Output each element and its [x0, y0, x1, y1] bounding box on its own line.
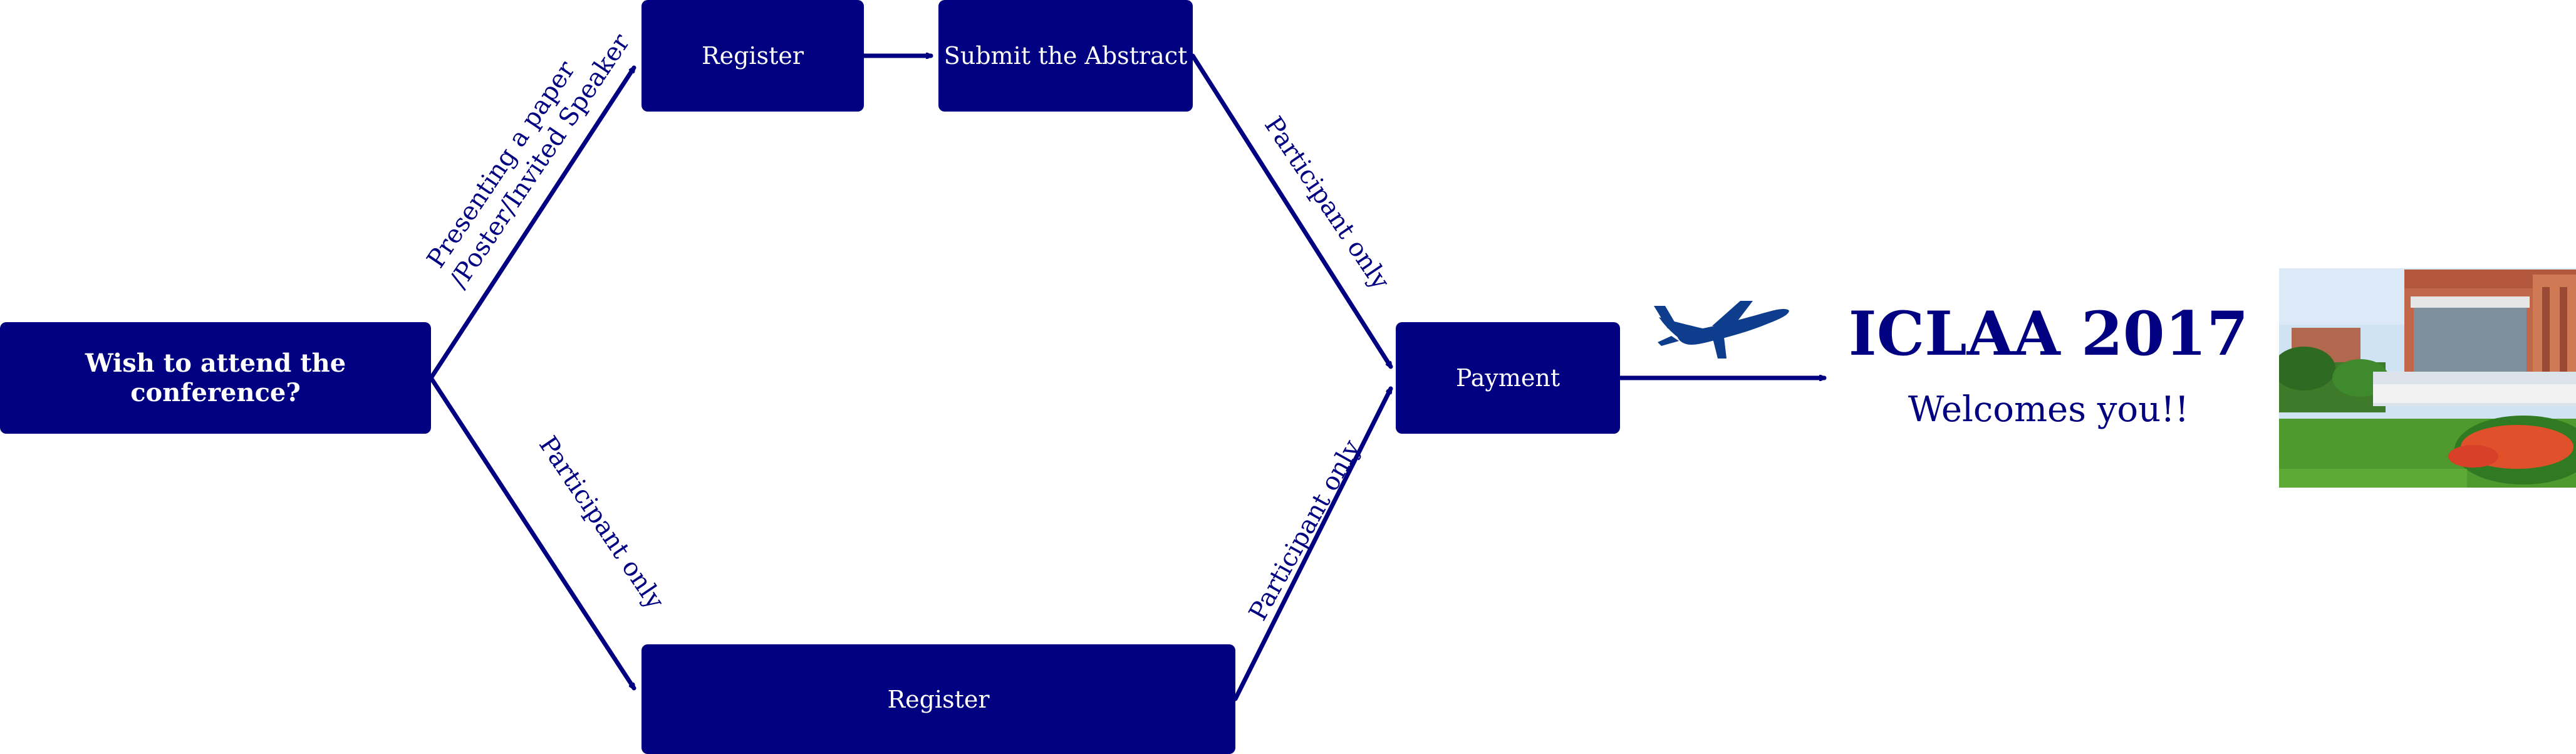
campus-photo	[2279, 268, 2576, 488]
brand-title: ICLAA 2017	[1848, 298, 2249, 369]
node-payment: Payment	[1396, 322, 1620, 434]
brand-subtitle: Welcomes you!!	[1908, 389, 2189, 430]
node-register-presenter: Register	[641, 0, 864, 112]
node-wish-to-attend: Wish to attend the conference?	[0, 322, 431, 434]
edge-abstract-to-payment	[1190, 53, 1393, 367]
node-register-participant: Register	[641, 644, 1235, 754]
edge-start-to-register-bottom	[428, 375, 636, 688]
node-submit-abstract: Submit the Abstract	[938, 0, 1193, 112]
airplane-icon	[1654, 301, 1789, 359]
edge-register-bottom-to-payment	[1233, 389, 1393, 701]
edge-start-to-register-top	[428, 68, 636, 380]
